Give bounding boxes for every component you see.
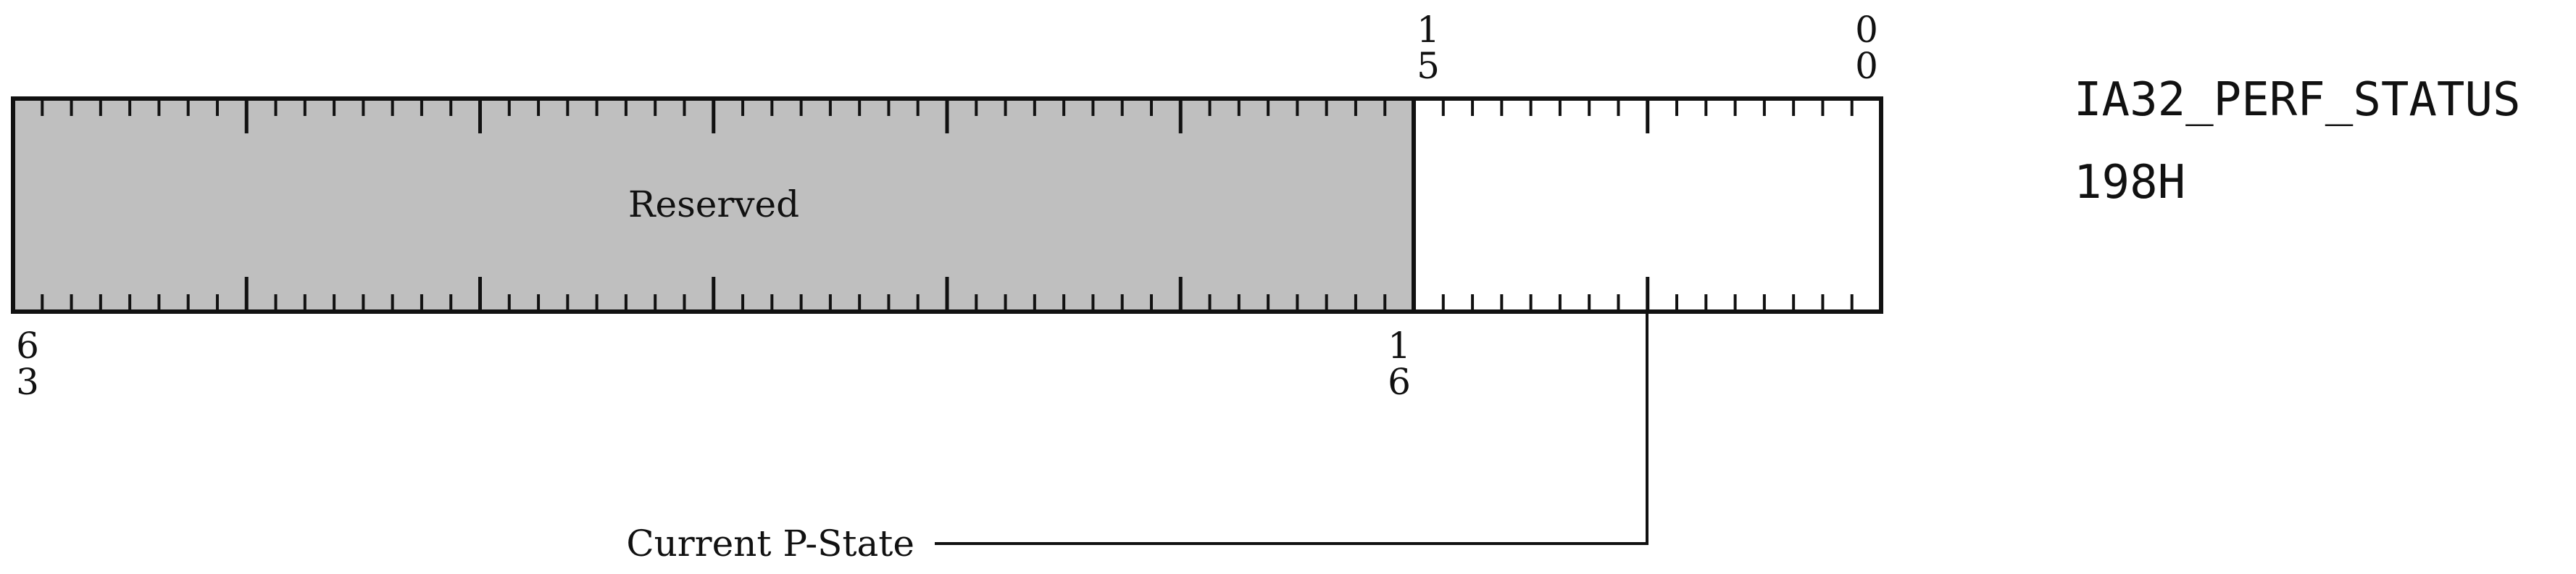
bit-15-digit-1: 1 bbox=[1417, 9, 1440, 51]
bit-16-digit-1: 1 bbox=[1388, 325, 1411, 367]
current-pstate-leader-line bbox=[935, 312, 1648, 545]
bit-ticks bbox=[41, 99, 1854, 312]
bit-63-digit-2: 3 bbox=[16, 361, 39, 403]
register-name: IA32_PERF_STATUS bbox=[2074, 73, 2521, 127]
register-frame bbox=[11, 96, 1883, 314]
current-pstate-field bbox=[1414, 99, 1881, 312]
register-address: 198H bbox=[2074, 156, 2185, 209]
bit-0-digit-1: 0 bbox=[1855, 9, 1878, 51]
bit-0-digit-2: 0 bbox=[1855, 45, 1878, 87]
bit-63-digit-1: 6 bbox=[16, 325, 39, 367]
current-pstate-label: Current P-State bbox=[626, 523, 914, 565]
reserved-label: Reserved bbox=[628, 183, 799, 225]
reserved-field bbox=[13, 99, 1414, 312]
bit-15-digit-2: 5 bbox=[1417, 45, 1440, 87]
bit-16-digit-2: 6 bbox=[1388, 361, 1411, 403]
